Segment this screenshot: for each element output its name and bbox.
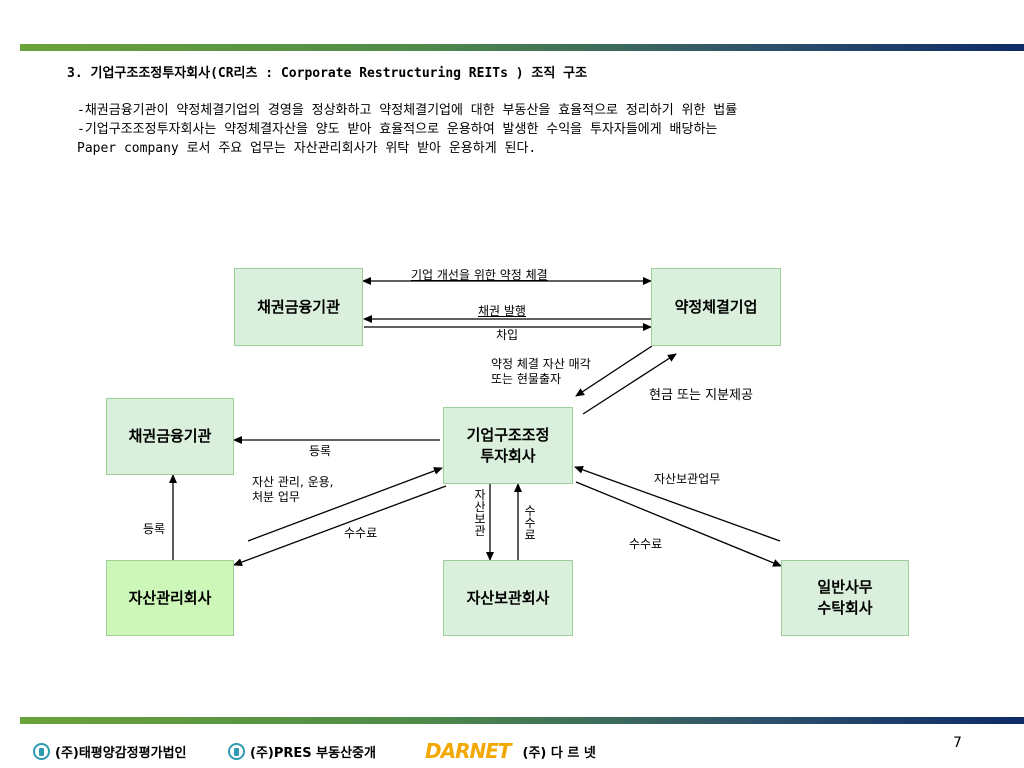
label-fee-right: 수수료 bbox=[629, 537, 663, 551]
label-borrowing: 차입 bbox=[496, 328, 519, 342]
top-gradient-bar bbox=[20, 44, 1024, 51]
description-line-3: Paper company 로서 주요 업무는 자산관리회사가 위탁 받아 운용… bbox=[77, 141, 537, 156]
box-creditor-left: 채권금융기관 bbox=[106, 398, 234, 475]
darnet-logo: DARNET bbox=[425, 739, 512, 763]
footer-company-3-name: (주) 다 르 넷 bbox=[522, 745, 596, 761]
footer-company-1: (주)태평양감정평가법인 bbox=[33, 742, 187, 761]
box-admin-trustee: 일반사무 수탁회사 bbox=[781, 560, 909, 636]
footer-company-1-name: (주)태평양감정평가법인 bbox=[55, 745, 187, 761]
label-agreement: 기업 개선을 위한 약정 체결 bbox=[411, 268, 548, 282]
box-contract-company: 약정체결기업 bbox=[651, 268, 781, 346]
description-line-2: -기업구조조정투자회사는 약정체결자산을 양도 받아 효율적으로 운용하여 발생… bbox=[77, 122, 718, 137]
arrow-custody-work bbox=[574, 465, 781, 542]
arrow-asset-mgmt bbox=[247, 467, 443, 542]
arrow-asset-sale bbox=[575, 345, 653, 397]
label-register-top: 등록 bbox=[309, 444, 332, 458]
taepyeongyang-logo-icon bbox=[33, 742, 50, 760]
label-custody: 자산보관 bbox=[474, 488, 486, 538]
box-crc: 기업구조조정 투자회사 bbox=[443, 407, 573, 484]
label-fee-mid: 수수료 bbox=[524, 504, 536, 542]
label-cash-equity: 현금 또는 지분제공 bbox=[649, 388, 753, 403]
slide-title: 3. 기업구조조정투자회사(CR리츠 : Corporate Restructu… bbox=[67, 66, 588, 81]
box-creditor-top: 채권금융기관 bbox=[234, 268, 363, 346]
arrow-fee-left bbox=[233, 485, 447, 566]
footer-company-2: (주)PRES 부동산중개 bbox=[228, 742, 376, 761]
footer-company-3: DARNET (주) 다 르 넷 bbox=[425, 739, 596, 763]
label-register-left: 등록 bbox=[143, 522, 166, 536]
arrow-cash-equity bbox=[582, 353, 677, 415]
label-asset-mgmt: 자산 관리, 운용, 처분 업무 bbox=[252, 475, 334, 504]
label-custody-work: 자산보관업무 bbox=[654, 472, 721, 486]
box-asset-manager: 자산관리회사 bbox=[106, 560, 234, 636]
footer-company-2-name: (주)PRES 부동산중개 bbox=[250, 745, 376, 761]
page-number: 7 bbox=[953, 735, 962, 751]
box-custodian: 자산보관회사 bbox=[443, 560, 573, 636]
pres-logo-icon bbox=[228, 742, 245, 760]
bottom-gradient-bar bbox=[20, 717, 1024, 724]
description-line-1: -채권금융기관이 약정체결기업의 경영을 정상화하고 약정체결기업에 대한 부동… bbox=[77, 103, 738, 118]
label-asset-sale: 약정 체결 자산 매각 또는 현물출자 bbox=[491, 357, 591, 386]
arrow-fee-right bbox=[575, 481, 782, 567]
label-fee-left: 수수료 bbox=[344, 526, 378, 540]
label-bond-issue: 채권 발행 bbox=[478, 304, 526, 318]
